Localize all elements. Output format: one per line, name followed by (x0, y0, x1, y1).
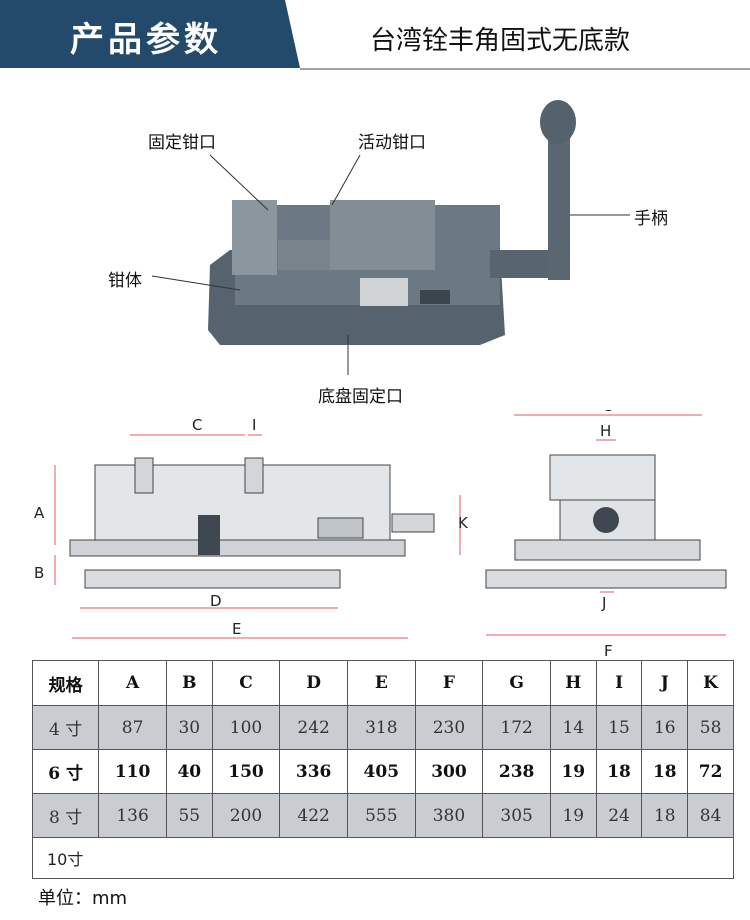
label-handle: 手柄 (634, 209, 668, 229)
table-header-cell: H (549, 660, 597, 706)
unit-label: 单位：mm (38, 888, 128, 909)
moving-jaw-shape (330, 200, 435, 270)
table-cell: 422 (279, 793, 348, 838)
table-cell: 200 (211, 793, 281, 838)
header-divider (300, 68, 750, 70)
dim-i: I (252, 416, 256, 434)
table-header-cell: K (687, 660, 734, 706)
dim-e: E (232, 620, 241, 638)
table-cell: 72 (687, 749, 734, 794)
table-cell: 55 (165, 793, 213, 838)
table-cell: 15 (595, 705, 643, 750)
label-fixed-jaw: 固定钳口 (148, 133, 216, 153)
handle-shape (548, 130, 570, 280)
nameplate-shape (360, 278, 408, 306)
dimension-drawing-svg: A B C I D E K G H J F (34, 397, 727, 660)
dim-g: G (602, 410, 614, 415)
dim-j: J (601, 594, 606, 612)
label-base-slot: 底盘固定口 (318, 387, 403, 407)
table-cell: 84 (687, 793, 734, 838)
header-badge-label: 产品参数 (70, 20, 222, 60)
table-cell: 18 (595, 749, 643, 794)
table-cell: 18 (641, 793, 689, 838)
header-badge: 产品参数 (0, 0, 300, 68)
table-cell: 87 (98, 705, 167, 750)
table-header-cell: 规格 (31, 660, 100, 706)
table-header-cell: B (165, 660, 213, 706)
table-note-row: 10寸 (32, 837, 734, 879)
table-row: 6 寸 110 40 150 336 405 300 238 19 18 18 … (31, 749, 734, 794)
fixed-jaw-shape (232, 200, 277, 275)
table-cell: 30 (165, 705, 213, 750)
dimension-drawing: A B C I D E K G H J F (0, 397, 750, 660)
table-header-cell: F (414, 660, 484, 706)
product-photo (0, 100, 750, 410)
dim-a: A (34, 504, 45, 522)
table-cell: 19 (549, 749, 597, 794)
table-cell: 100 (211, 705, 281, 750)
table-cell: 555 (346, 793, 416, 838)
label-moving-jaw: 活动钳口 (358, 133, 426, 153)
table-cell: 4 寸 (31, 705, 100, 750)
table-cell: 150 (211, 749, 281, 794)
table-cell: 14 (549, 705, 597, 750)
table-cell: 405 (346, 749, 416, 794)
table-cell: 380 (414, 793, 484, 838)
table-header-cell: E (346, 660, 416, 706)
table-cell: 336 (279, 749, 348, 794)
table-cell: 300 (414, 749, 484, 794)
table-header-cell: G (482, 660, 551, 706)
table-header-cell: I (595, 660, 643, 706)
table-cell: 318 (346, 705, 416, 750)
table-cell: 16 (641, 705, 689, 750)
table-cell: 242 (279, 705, 348, 750)
table-cell: 238 (482, 749, 551, 794)
dim-b: B (34, 564, 44, 582)
dim-h: H (600, 422, 611, 440)
dim-d: D (210, 592, 222, 610)
table-cell: 6 寸 (31, 749, 100, 794)
table-cell: 19 (549, 793, 597, 838)
vise-illustration (151, 100, 630, 375)
table-cell: 24 (595, 793, 643, 838)
table-header-cell: D (279, 660, 348, 706)
table-cell: 136 (98, 793, 167, 838)
label-body: 钳体 (108, 271, 142, 291)
table-note-cell: 10寸 (32, 837, 734, 879)
table-header-cell: J (641, 660, 689, 706)
table-cell: 172 (482, 705, 551, 750)
table-cell: 40 (165, 749, 213, 794)
table-header-row: 规格 A B C D E F G H I J K (31, 660, 734, 706)
spec-table: 规格 A B C D E F G H I J K 4 寸 87 30 100 2… (31, 660, 734, 879)
table-header-cell: C (211, 660, 281, 706)
table-header-cell: A (98, 660, 167, 706)
table-cell: 58 (687, 705, 734, 750)
table-cell: 8 寸 (31, 793, 100, 838)
page-title: 台湾铨丰角固式无底款 (370, 26, 631, 56)
table-cell: 230 (414, 705, 484, 750)
dim-k: K (458, 514, 469, 532)
front-view-top (549, 454, 656, 501)
dim-c: C (192, 416, 202, 434)
table-cell: 18 (641, 749, 689, 794)
table-row: 8 寸 136 55 200 422 555 380 305 19 24 18 … (31, 793, 734, 838)
table-row: 4 寸 87 30 100 242 318 230 172 14 15 16 5… (31, 705, 734, 750)
table-cell: 305 (482, 793, 551, 838)
table-cell: 110 (98, 749, 167, 794)
dim-f: F (604, 642, 613, 660)
